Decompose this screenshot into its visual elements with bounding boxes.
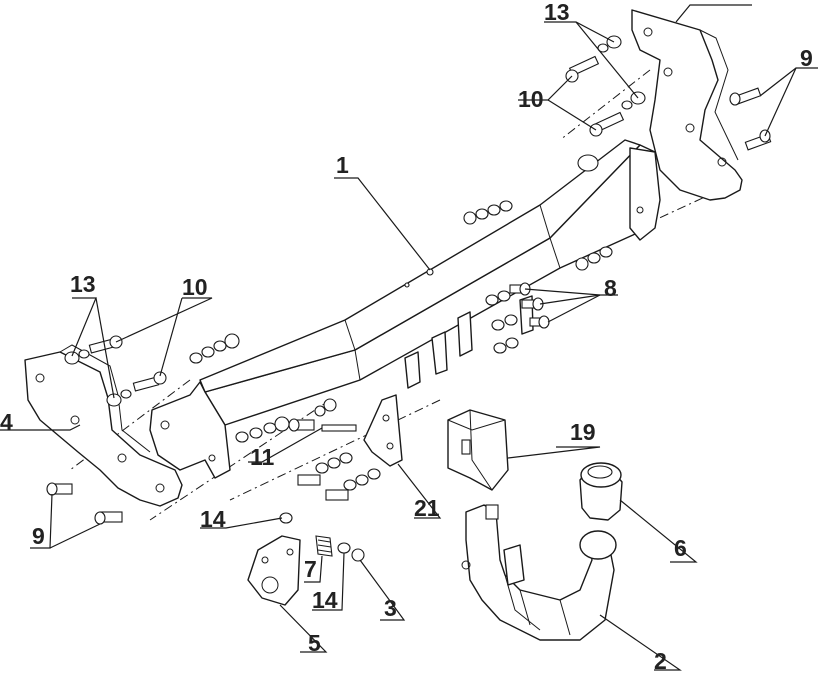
callout-2: 2 [654, 648, 667, 674]
callout-9-right: 9 [800, 45, 813, 71]
callout-13-left: 13 [70, 271, 96, 297]
callout-4: 4 [0, 409, 13, 435]
callout-19: 19 [570, 419, 596, 445]
callout-9-left: 9 [32, 523, 45, 549]
callout-7: 7 [304, 556, 317, 582]
callout-labels: 1 2 3 4 5 6 7 8 9 9 10 10 11 13 13 14 14… [0, 0, 813, 674]
hw-item-11-cluster [235, 398, 381, 501]
callout-11: 11 [250, 444, 275, 470]
hw-beam-top-nuts [463, 200, 613, 271]
callout-21: 21 [414, 495, 440, 521]
left-side-bracket [24, 344, 183, 507]
callout-5: 5 [308, 630, 321, 656]
callout-14-upper: 14 [200, 506, 226, 532]
tow-neck-2 [461, 504, 617, 641]
right-side-bracket [631, 9, 743, 201]
ball-cap-6 [579, 462, 623, 521]
socket-bracket-21 [363, 394, 403, 467]
callout-3: 3 [384, 595, 397, 621]
nut-3 [351, 548, 365, 562]
connector-block-19 [447, 409, 509, 491]
hw-left-cluster [46, 333, 240, 525]
fastener-hardware [46, 35, 772, 525]
leader-lines [0, 4, 818, 671]
main-crossbar [149, 139, 661, 479]
callout-8: 8 [604, 275, 617, 301]
callout-14-lower: 14 [312, 587, 338, 613]
callout-10-left: 10 [182, 274, 208, 300]
washer-14-lower [337, 542, 351, 554]
callout-1: 1 [336, 152, 349, 178]
callout-6: 6 [674, 535, 687, 561]
socket-plate-5 [247, 512, 365, 606]
callout-13-top: 13 [544, 0, 570, 25]
callout-10-top: 10 [518, 86, 544, 112]
